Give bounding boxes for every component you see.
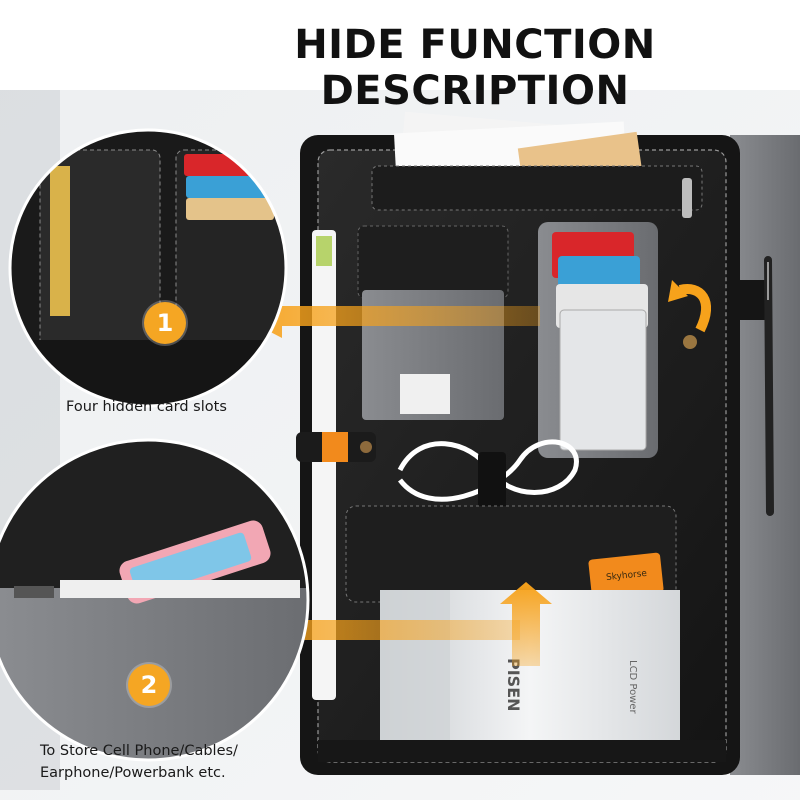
caption-storage: To Store Cell Phone/Cables/ Earphone/Pow…	[40, 740, 238, 784]
svg-text:Skyhorse: Skyhorse	[606, 569, 648, 583]
caption-storage-line2: Earphone/Powerbank etc.	[40, 765, 226, 781]
badge-one: 1	[144, 302, 186, 344]
page-title: HIDE FUNCTION DESCRIPTION	[294, 22, 656, 114]
svg-text:PISEN: PISEN	[504, 658, 523, 712]
svg-text:LCD Power: LCD Power	[627, 660, 638, 715]
caption-storage-line1: To Store Cell Phone/Cables/	[40, 743, 238, 759]
caption-card-slots: Four hidden card slots	[66, 399, 227, 415]
badge-two: 2	[128, 664, 170, 706]
